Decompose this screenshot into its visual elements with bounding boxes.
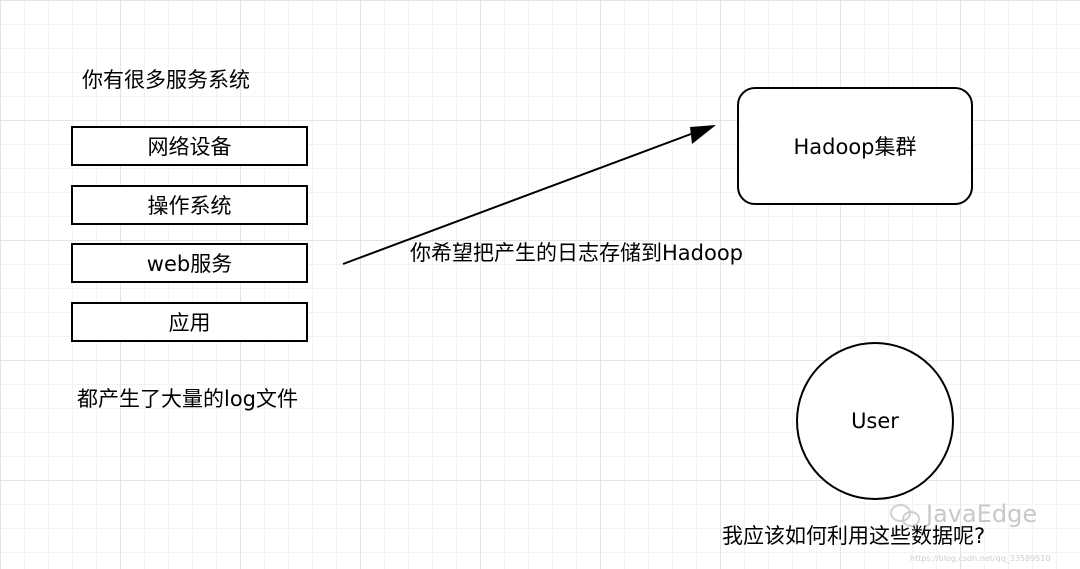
- watermark-brand: JavaEdge: [926, 500, 1038, 528]
- web-service-box: web服务: [71, 243, 308, 283]
- arrow-caption: 你希望把产生的日志存储到Hadoop: [410, 241, 744, 265]
- user-question: 我应该如何利用这些数据呢?: [722, 524, 986, 548]
- arrow-head-icon: [690, 125, 716, 144]
- user-label: User: [851, 409, 899, 433]
- hadoop-cluster-label: Hadoop集群: [793, 135, 917, 159]
- wechat-icon: [890, 502, 920, 527]
- application-label: 应用: [168, 311, 211, 335]
- operating-system-box: 操作系统: [71, 185, 308, 225]
- hadoop-cluster-box: Hadoop集群: [737, 87, 973, 205]
- watermark-url: https://blog.csdn.net/qq_33589510: [910, 554, 1051, 563]
- log-files-caption: 都产生了大量的log文件: [77, 387, 299, 411]
- user-node: User: [796, 342, 954, 500]
- network-devices-box: 网络设备: [71, 126, 308, 166]
- network-devices-label: 网络设备: [147, 135, 232, 159]
- watermark: JavaEdge: [890, 500, 1037, 528]
- web-service-label: web服务: [146, 252, 233, 276]
- operating-system-label: 操作系统: [147, 194, 232, 218]
- application-box: 应用: [71, 302, 308, 342]
- systems-heading: 你有很多服务系统: [82, 68, 250, 92]
